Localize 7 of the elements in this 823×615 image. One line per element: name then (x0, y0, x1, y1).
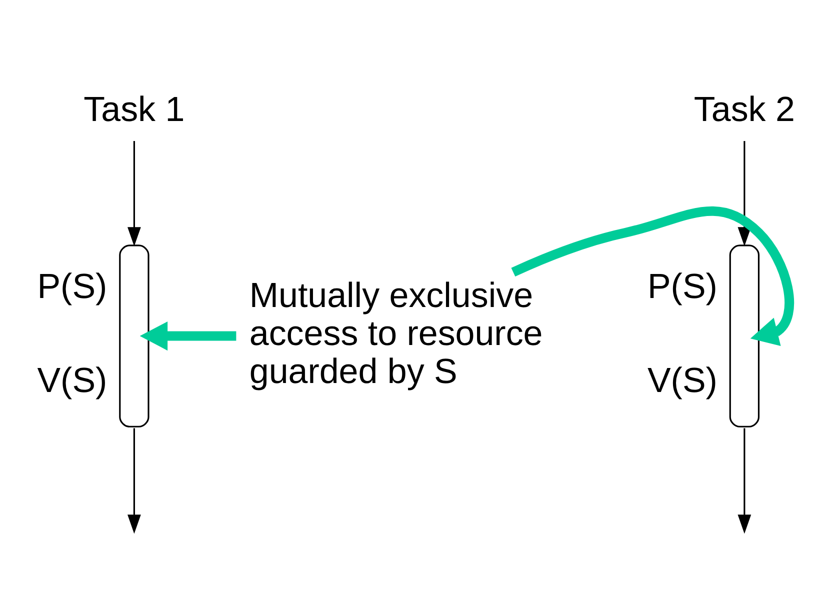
node-text: Task 2 (694, 89, 795, 128)
node-label: P(S) (647, 266, 718, 306)
node-text: Mutually exclusive access to resource guarded by S (249, 275, 543, 391)
node-text: Task 1 (84, 89, 185, 128)
node-label: V(S) (37, 360, 108, 400)
node-label: V(S) (647, 360, 718, 400)
node-label: P(S) (37, 266, 108, 306)
